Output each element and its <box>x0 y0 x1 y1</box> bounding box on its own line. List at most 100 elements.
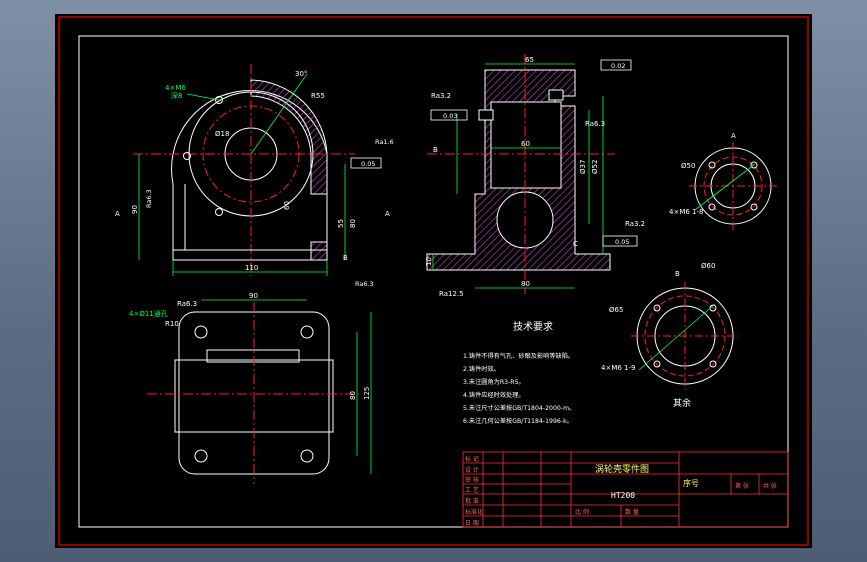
top-hole-4 <box>300 449 314 463</box>
sec-rough-2: Ra6.3 <box>585 120 605 128</box>
flange-b <box>631 282 739 390</box>
title-block-texts: 标 记 设 计 审 核 工 艺 批 准 标准化 日 期 涡轮壳零件图 HT200… <box>465 455 777 527</box>
dim-leader-r <box>250 73 308 155</box>
req-item-2: 2.铸件时效。 <box>463 365 500 373</box>
flange-b-hole-3 <box>653 360 661 368</box>
tb-row-label-5: 批 准 <box>465 497 479 505</box>
title-block-border <box>462 451 789 528</box>
top-boss <box>206 349 300 363</box>
front-datum: B <box>343 254 348 262</box>
sec-dim-inner: Ø37 <box>579 160 587 174</box>
sec-rough-4: Ra12.5 <box>439 290 464 298</box>
req-item-3: 3.未注圆角为R3-R5。 <box>463 378 525 386</box>
sec-dim-top-text: 65 <box>525 56 534 64</box>
flange-a-hole-3 <box>708 203 716 211</box>
flange-b-pitch <box>644 295 726 377</box>
front-hatch-lower <box>310 241 328 261</box>
dim-leader-hole <box>186 93 220 101</box>
tb-qty-label: 数 量 <box>625 508 639 516</box>
flange-a-hole-1 <box>708 161 716 169</box>
front-rough-2: Ra6.3 <box>145 189 153 208</box>
front-dim-texts: Ø18 110 90 60 R55 55 80 30° 4×M6 深8 A A … <box>115 70 390 272</box>
section-thread-right <box>548 89 564 101</box>
front-rough-1: Ra1.6 <box>375 138 394 146</box>
sec-tol-par-frame <box>430 109 468 121</box>
tb-row-label-6: 标准化 <box>465 508 483 516</box>
sec-tol-perp: 0.05 <box>615 238 629 246</box>
flange-a-holes: 4×M6 1-8 <box>669 208 703 216</box>
front-bolt-hole-2 <box>183 152 191 160</box>
top-hole-3 <box>194 449 208 463</box>
req-item-4: 4.铸件应经时效处理。 <box>463 391 525 399</box>
flange-b-d-in: Ø65 <box>609 306 623 314</box>
flange-a-texts: A Ø50 4×M6 1-8 <box>669 132 736 216</box>
front-hatch-arc <box>250 79 328 195</box>
tech-requirements: 技术要求 1.铸件不得有气孔、砂眼及影响等缺陷。 2.铸件时效。 3.未注圆角为… <box>463 320 575 425</box>
top-dim-width-text: 90 <box>249 292 258 300</box>
flange-a-leader <box>694 163 756 211</box>
front-dim-radius: R55 <box>311 92 325 100</box>
flange-b-leader <box>638 303 716 371</box>
flange-a-hole-2 <box>750 161 758 169</box>
sec-dim-bore: Ø52 <box>591 160 599 174</box>
front-dim-side: 55 <box>337 219 345 228</box>
front-bolt-hole-3 <box>215 208 223 216</box>
top-r-text: R10 <box>165 320 179 328</box>
top-rough-text: Ra6.3 <box>177 300 197 308</box>
front-dimensions <box>138 73 346 276</box>
tb-row-label-7: 日 期 <box>465 519 479 527</box>
cad-drawing: Ø18 110 90 60 R55 55 80 30° 4×M6 深8 A A … <box>58 16 809 546</box>
top-hole-1 <box>194 325 208 339</box>
sec-dim-baseh-text: 10 <box>425 257 433 266</box>
sec-tol-flat-frame <box>600 59 632 71</box>
inner-frame <box>78 35 789 528</box>
top-holes-text: 4×Ø11通孔 <box>129 309 168 318</box>
top-texts: 90 125 80 4×Ø11通孔 Ra6.3 R10 <box>129 292 371 400</box>
front-tol-value: 0.05 <box>361 160 375 168</box>
section-thread-left <box>478 109 494 121</box>
front-tol-frame <box>350 157 382 169</box>
sec-tol-flat: 0.02 <box>611 62 625 70</box>
flange-a-label: A <box>731 132 736 140</box>
requirements-title: 技术要求 <box>513 320 553 333</box>
front-bolt-hole-1 <box>215 96 223 104</box>
tb-sheet-1: 第 张 <box>735 482 749 490</box>
flange-b-hole-4 <box>709 360 717 368</box>
section-tol-frames: 0.02 0.03 0.05 <box>430 59 638 247</box>
top-dimensions <box>201 299 372 474</box>
front-sec-left: A <box>115 210 120 218</box>
flange-a <box>689 142 777 230</box>
front-dim-angle: 30° <box>295 70 307 78</box>
outer-frame <box>58 16 809 546</box>
tb-row-label-3: 审 核 <box>465 476 479 484</box>
flange-b-label: B <box>675 270 680 278</box>
flange-b-holes: 4×M6 1-9 <box>601 364 635 372</box>
sec-label-c: C <box>573 240 578 248</box>
tb-row-label-1: 标 记 <box>465 455 479 463</box>
drawing-sheet: Ø18 110 90 60 R55 55 80 30° 4×M6 深8 A A … <box>55 14 812 548</box>
sec-tol-par: 0.03 <box>443 112 457 120</box>
section-dimensions <box>432 63 604 289</box>
front-dim-center: 60 <box>283 201 291 210</box>
front-dim-base: 110 <box>245 264 258 272</box>
sec-tol-perp-frame <box>602 235 638 247</box>
top-view <box>147 299 372 484</box>
sec-dim-mid-text: 60 <box>521 140 530 148</box>
tb-seq: 序号 <box>683 478 699 488</box>
tb-sheet-2: 共 张 <box>763 482 777 490</box>
top-dim-depth-text: 125 <box>363 387 371 400</box>
sec-label-b: B <box>433 146 438 154</box>
sec-rough-1: Ra3.2 <box>431 92 451 100</box>
front-tolerance-frames: 0.05 Ra1.6 Ra6.3 Ra6.3 <box>145 138 394 288</box>
req-item-5: 5.未注尺寸公差按GB/T1804-2000-m。 <box>463 404 575 412</box>
tb-row-label-2: 设 计 <box>465 466 479 474</box>
flange-a-d: Ø50 <box>681 162 695 170</box>
tb-material: HT200 <box>611 491 635 500</box>
flange-a-hole-4 <box>750 203 758 211</box>
top-hole-2 <box>300 325 314 339</box>
section-void-upper <box>490 101 562 189</box>
sec-rough-3: Ra3.2 <box>625 220 645 228</box>
flange-b-rough-rest: 其余 <box>673 397 691 409</box>
sec-dim-base-text: 80 <box>521 280 530 288</box>
flange-b-d-out: Ø60 <box>701 262 715 270</box>
